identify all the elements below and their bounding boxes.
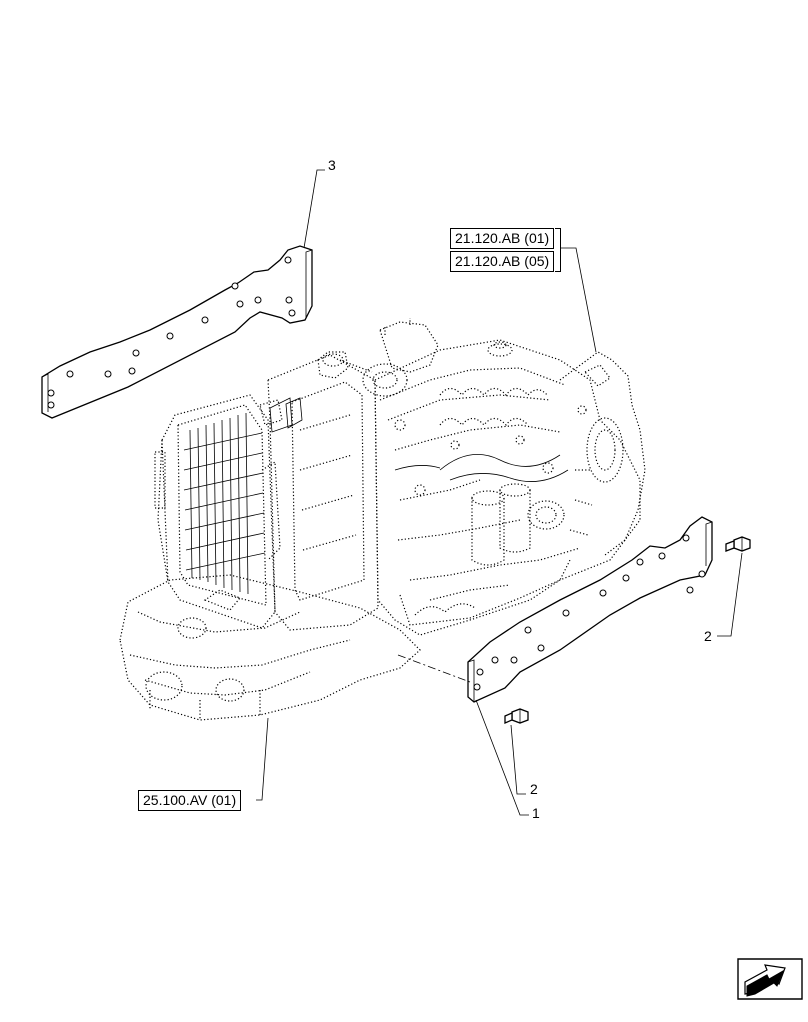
engine-assembly (119, 318, 646, 721)
bracket-part-3 (41, 245, 313, 419)
arrow-icon[interactable] (737, 958, 803, 1022)
alignment-line (397, 654, 471, 683)
callout-part-2-right: 2 (704, 628, 712, 644)
leader-part-1 (475, 699, 529, 816)
bolt-part-2-right (725, 536, 751, 552)
bolt-part-2-lower (504, 708, 529, 724)
reference-box-21-120-ab-01: 21.120.AB (01) (450, 228, 555, 249)
reference-bracket (555, 228, 561, 272)
leader-ref-ab (560, 247, 597, 353)
leader-part-3 (303, 169, 325, 249)
exploded-parts-diagram (41, 169, 751, 816)
bracket-part-1 (467, 516, 713, 703)
leader-part-2-lower (510, 724, 526, 795)
reference-box-25-100-av-01: 25.100.AV (01) (138, 790, 242, 811)
callout-part-2-lower: 2 (530, 781, 538, 797)
leader-ref-av (256, 717, 269, 801)
callout-part-1: 1 (532, 805, 540, 821)
leader-part-2-right (717, 552, 743, 637)
reference-box-21-120-ab-05: 21.120.AB (05) (450, 251, 555, 272)
callout-part-3: 3 (328, 157, 336, 173)
